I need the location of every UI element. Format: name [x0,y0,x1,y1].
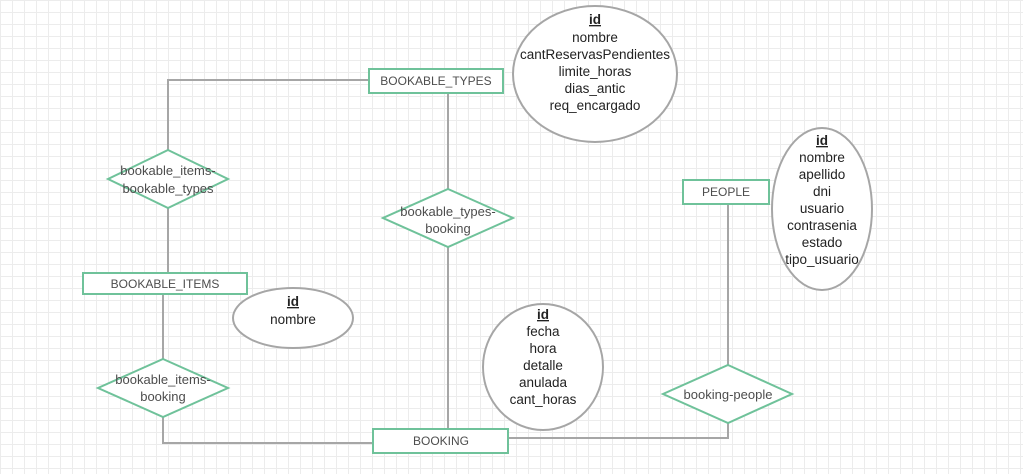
entity-label: BOOKABLE_TYPES [380,74,491,88]
attribute-field: req_encargado [550,98,641,113]
relation-bookable-items-bookable-types[interactable]: bookable_items- bookable_types [105,148,231,210]
entity-label: PEOPLE [702,185,750,199]
attributes-bookable-items[interactable]: id nombre [232,287,354,349]
relation-bookable-items-booking[interactable]: bookable_items- booking [95,357,231,419]
attribute-key: id [537,307,549,322]
attribute-field: dni [813,184,831,199]
relation-label-line-1: bookable_items- [115,372,210,387]
attribute-field: fecha [526,324,560,339]
relation-label-line-2: bookable_types [122,181,214,196]
relation-booking-people[interactable]: booking-people [660,363,795,425]
relation-label-line-2: booking [140,389,186,404]
attributes-bookable-types[interactable]: id nombre cantReservasPendientes limite_… [512,5,678,143]
relation-label-line-1: bookable_types- [400,204,495,219]
attribute-field: hora [529,341,557,356]
relation-label-line-2: booking [425,221,471,236]
attribute-field: estado [802,235,843,250]
attributes-people[interactable]: id nombre apellido dni usuario contrasen… [771,127,873,291]
attribute-field: anulada [519,375,568,390]
attribute-key: id [589,12,601,27]
attribute-field: dias_antic [565,81,626,96]
attribute-field: cantReservasPendientes [520,47,670,62]
entity-people[interactable]: PEOPLE [682,179,770,205]
attribute-key: id [287,294,299,309]
attribute-field: tipo_usuario [785,252,859,267]
attribute-field: nombre [572,30,618,45]
attribute-field: usuario [800,201,844,216]
attribute-field: limite_horas [559,64,632,79]
attribute-field: nombre [270,312,316,327]
attribute-field: nombre [799,150,845,165]
connector-items-booking-to-booking[interactable] [162,417,373,444]
attribute-field: contrasenia [787,218,857,233]
attribute-field: detalle [523,358,563,373]
attributes-booking[interactable]: id fecha hora detalle anulada cant_horas [482,303,604,431]
connectors [162,79,729,444]
entity-label: BOOKABLE_ITEMS [111,277,220,291]
connector-booking-to-booking-people[interactable] [508,423,729,439]
relation-bookable-types-booking[interactable]: bookable_types- booking [380,187,516,249]
attribute-field: cant_horas [510,392,577,407]
attribute-field: apellido [799,167,846,182]
entity-booking[interactable]: BOOKING [372,428,509,454]
relation-label: booking-people [684,387,773,402]
relation-label-line-1: bookable_items- [120,163,215,178]
entity-bookable-types[interactable]: BOOKABLE_TYPES [368,68,504,94]
entity-label: BOOKING [413,434,469,448]
connector-types-to-items-types[interactable] [167,79,369,150]
entity-bookable-items[interactable]: BOOKABLE_ITEMS [82,272,248,295]
attribute-key: id [816,133,828,148]
